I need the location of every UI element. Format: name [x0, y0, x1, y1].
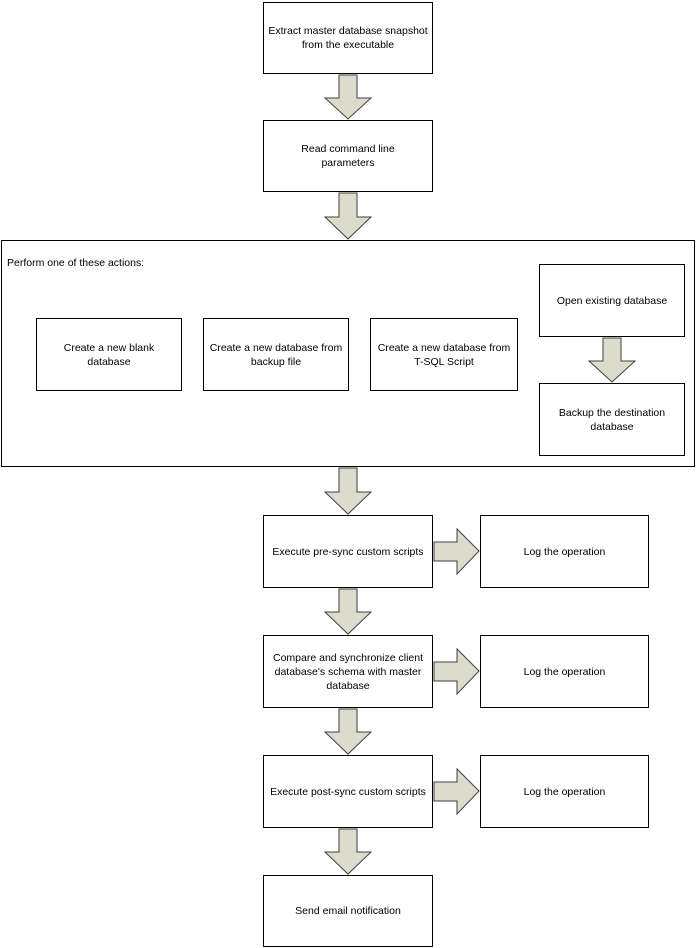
log-operation-pre-sync-box: Log the operation	[480, 515, 649, 588]
backup-destination-database-box: Backup the destination database	[539, 383, 685, 456]
arrow-down-icon	[323, 708, 373, 755]
pre-sync-scripts-box: Execute pre-sync custom scripts	[263, 515, 433, 588]
arrow-down-icon	[323, 467, 373, 515]
post-sync-scripts-box: Execute post-sync custom scripts	[263, 755, 433, 828]
actions-group-label: Perform one of these actions:	[7, 257, 145, 269]
open-existing-database-box: Open existing database	[539, 264, 685, 337]
create-database-from-script-box: Create a new database from T-SQL Script	[370, 318, 518, 391]
arrow-right-icon	[433, 527, 480, 576]
arrow-right-icon	[433, 647, 480, 696]
send-email-notification-box: Send email notification	[263, 875, 433, 947]
log-operation-post-sync-box: Log the operation	[480, 755, 649, 828]
create-blank-database-box: Create a new blank database	[36, 318, 182, 391]
arrow-down-icon	[323, 192, 373, 240]
read-parameters-box: Read command line parameters	[263, 120, 433, 192]
extract-snapshot-box: Extract master database snapshot from th…	[263, 2, 433, 74]
compare-synchronize-box: Compare and synchronize client database'…	[263, 635, 433, 708]
arrow-down-icon	[323, 588, 373, 635]
arrow-down-icon	[323, 828, 373, 875]
log-operation-compare-box: Log the operation	[480, 635, 649, 708]
arrow-right-icon	[433, 767, 480, 816]
arrow-down-icon	[323, 74, 373, 120]
create-database-from-backup-box: Create a new database from backup file	[203, 318, 349, 391]
